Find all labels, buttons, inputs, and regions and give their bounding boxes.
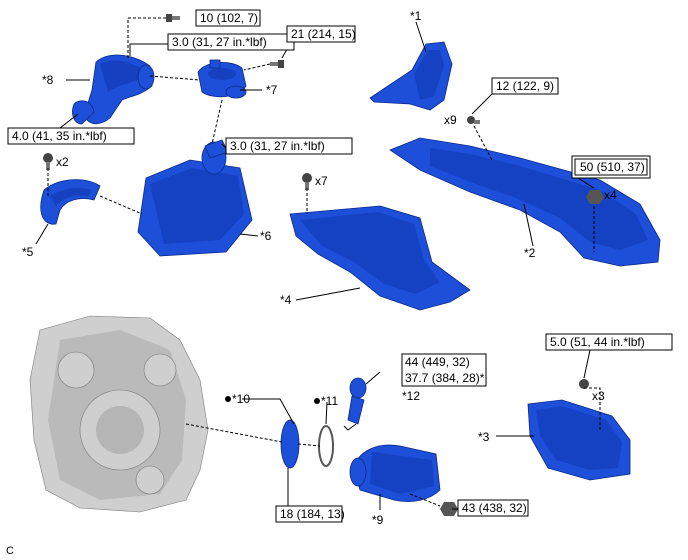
label-part-8: *8 xyxy=(42,73,54,87)
label-part-10: *10 xyxy=(232,392,250,406)
engine-assembly xyxy=(29,315,209,513)
label-part-5: *5 xyxy=(22,245,34,259)
torque-box-4-0: 4.0 (41, 35 in.*lbf) xyxy=(7,127,135,145)
part-5-duct xyxy=(40,179,101,225)
bolt-icon xyxy=(270,60,284,68)
torque-text: 3.0 (31, 27 in.*lbf) xyxy=(230,139,325,153)
torque-box-10-102-7: 10 (102, 7) xyxy=(195,9,261,27)
label-part-2: *2 xyxy=(524,246,536,260)
part-12-sensor xyxy=(343,377,367,431)
part-3-side-cover xyxy=(527,399,631,481)
torque-text: 50 (510, 37) xyxy=(580,160,645,174)
nut-icon xyxy=(440,502,458,516)
torque-box-50: 50 (510, 37) xyxy=(571,155,651,179)
qty-x9: x9 xyxy=(444,113,457,127)
label-part-3: *3 xyxy=(478,430,490,444)
qty-x3: x3 xyxy=(592,389,605,403)
label-part-6: *6 xyxy=(260,229,272,243)
label-part-12: *12 xyxy=(402,389,420,403)
dot-icon xyxy=(225,396,231,402)
part-4-center-cover xyxy=(289,205,471,311)
label-part-11: *11 xyxy=(321,394,338,408)
label-part-4: *4 xyxy=(280,293,292,307)
bolt-icon xyxy=(302,173,312,190)
dot-icon xyxy=(314,398,320,404)
bolt-icon xyxy=(43,153,53,170)
torque-text: 43 (438, 32) xyxy=(462,501,527,515)
torque-text: 44 (449, 32) xyxy=(405,355,470,369)
part-10-clamp xyxy=(280,419,300,469)
torque-text: 12 (122, 9) xyxy=(496,79,554,93)
torque-text: 10 (102, 7) xyxy=(200,11,258,25)
torque-box-12: 12 (122, 9) xyxy=(491,77,559,95)
torque-box-5-0: 5.0 (51, 44 in.*lbf) xyxy=(545,333,673,351)
torque-text: 18 (184, 13) xyxy=(280,507,345,521)
torque-box-44-37-7: 44 (449, 32) 37.7 (384, 28)* xyxy=(401,353,487,387)
nut-icon xyxy=(586,190,604,204)
part-1-shield xyxy=(369,41,453,111)
part-11-gasket xyxy=(318,425,334,467)
qty-x7: x7 xyxy=(315,174,328,188)
torque-text: 21 (214, 15) xyxy=(291,27,356,41)
torque-box-3-0-mid: 3.0 (31, 27 in.*lbf) xyxy=(225,137,353,155)
part-6-air-cleaner-case xyxy=(137,139,253,257)
bolt-icon xyxy=(579,379,589,389)
bolt-icon xyxy=(467,116,480,124)
label-part-1: *1 xyxy=(410,9,422,23)
torque-text: 3.0 (31, 27 in.*lbf) xyxy=(172,35,267,49)
torque-box-18: 18 (184, 13) xyxy=(275,505,345,523)
fastener-icons xyxy=(43,14,604,516)
torque-text: 37.7 (384, 28)* xyxy=(405,371,485,385)
figure-code: C xyxy=(6,545,14,557)
part-8-intake-duct xyxy=(72,54,155,125)
bolt-icon xyxy=(166,14,180,22)
torque-box-3-0-top: 3.0 (31, 27 in.*lbf) xyxy=(167,33,295,51)
qty-x2: x2 xyxy=(56,155,69,169)
label-part-9: *9 xyxy=(372,513,384,527)
torque-box-21: 21 (214, 15) xyxy=(286,25,356,43)
torque-box-43: 43 (438, 32) xyxy=(457,499,529,517)
part-7-air-cleaner-cap xyxy=(197,59,247,99)
part-9-converter xyxy=(349,444,441,502)
label-part-7: *7 xyxy=(266,83,278,97)
torque-text: 4.0 (41, 35 in.*lbf) xyxy=(12,129,107,143)
torque-text: 5.0 (51, 44 in.*lbf) xyxy=(550,335,645,349)
qty-x4: x4 xyxy=(604,188,617,202)
leader-lines xyxy=(35,17,601,510)
